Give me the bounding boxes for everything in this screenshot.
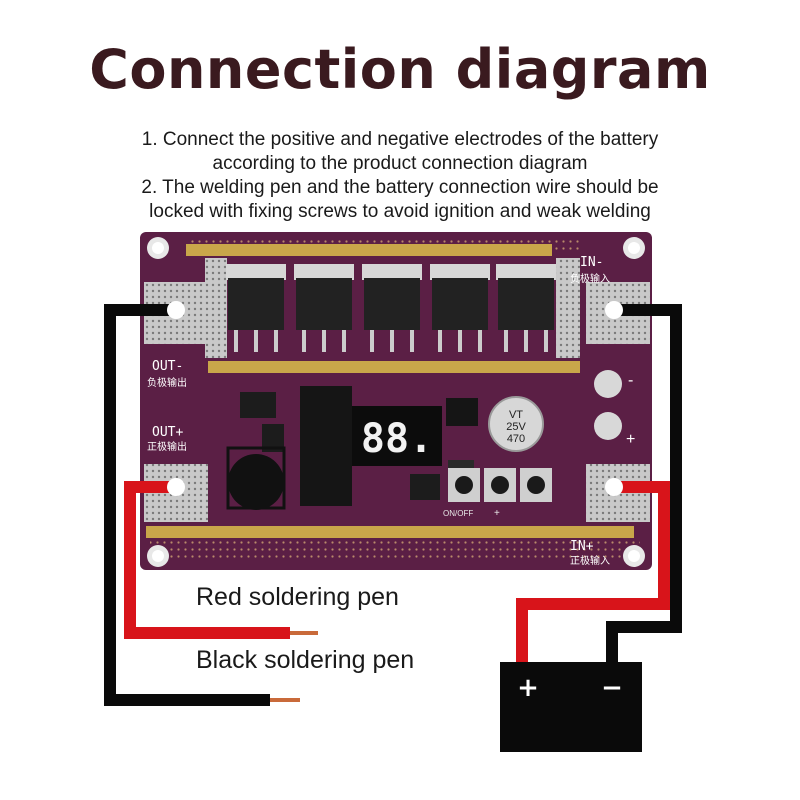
battery-minus: −: [601, 673, 623, 703]
power-terminal-pos: [594, 412, 622, 440]
chip: [262, 424, 284, 452]
out-pos-label: OUT+: [152, 425, 183, 440]
buzzer: [228, 454, 284, 510]
display-digits: 88.: [361, 416, 433, 462]
out-neg-label: OUT-: [152, 359, 183, 374]
battery-plus: +: [517, 673, 539, 703]
svg-text:470: 470: [507, 433, 525, 445]
black-pen-label: Black soldering pen: [196, 646, 415, 674]
mosfet: [430, 264, 490, 352]
board-labels: IN- 负极输入 IN+ 正极输入 OUT- 负极输出 OUT+ 正极输出: [147, 255, 610, 567]
battery-pos-wire: [516, 481, 670, 664]
svg-text:正极输出: 正极输出: [147, 440, 187, 453]
instruction-2: 2. The welding pen and the battery conne…: [141, 177, 659, 222]
red-pen-label: Red soldering pen: [196, 583, 399, 611]
wires: [104, 304, 682, 706]
svg-text:-: -: [628, 372, 633, 389]
svg-text:正极输入: 正极输入: [570, 554, 610, 567]
capacitor: [488, 396, 544, 452]
svg-text:负极输出: 负极输出: [147, 376, 187, 389]
page-title: Connection diagram: [89, 38, 711, 101]
microcontroller: [300, 386, 352, 506]
red-pen-wire: [124, 481, 290, 639]
led-display: [352, 406, 442, 466]
svg-text:ON/OFF: ON/OFF: [443, 509, 473, 518]
mosfet-row: [226, 264, 556, 352]
mosfet: [362, 264, 422, 352]
instruction-1: 1. Connect the positive and negative ele…: [141, 129, 659, 174]
mosfet: [294, 264, 354, 352]
svg-text:+: +: [494, 508, 500, 519]
chip: [240, 392, 276, 418]
black-pen-wire: [104, 304, 270, 706]
svg-text:VT: VT: [509, 409, 523, 421]
mosfet: [226, 264, 286, 352]
svg-text:负极输入: 负极输入: [570, 272, 610, 285]
mosfet: [496, 264, 556, 352]
svg-text:+: +: [626, 431, 635, 448]
power-terminal-neg: [594, 370, 622, 398]
battery: + −: [500, 662, 642, 752]
svg-text:25V: 25V: [506, 421, 526, 433]
in-pos-label: IN+: [570, 539, 594, 554]
battery-neg-wire: [606, 304, 682, 664]
in-neg-label: IN-: [580, 255, 603, 270]
control-circuit: 88. VT 25V 470 ON/OFF + - +: [226, 370, 635, 519]
